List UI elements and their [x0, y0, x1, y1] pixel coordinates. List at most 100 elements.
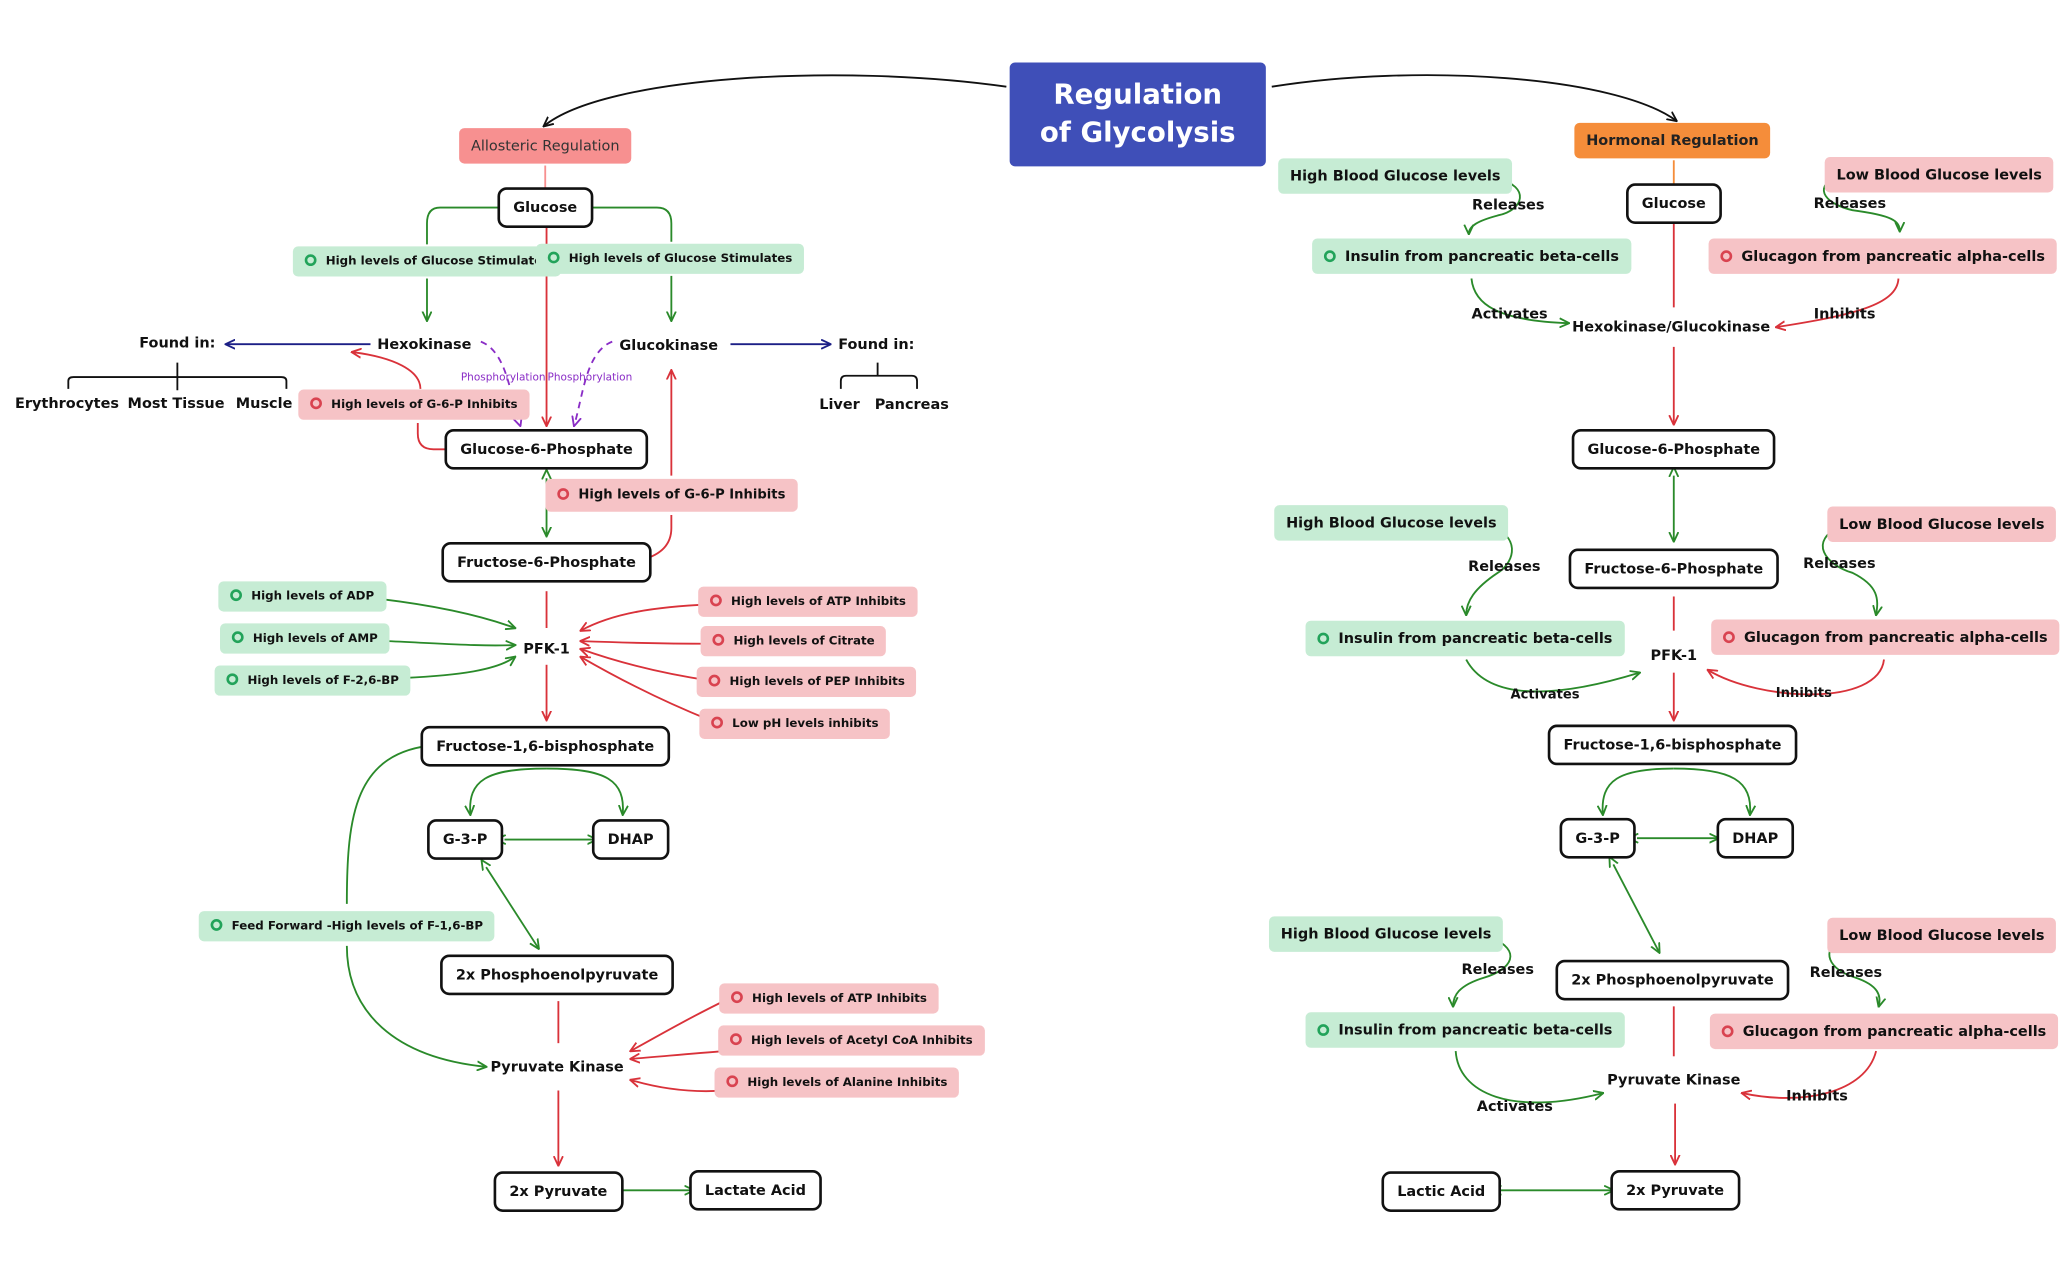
glucose-6-phosphate-node[interactable]: Glucose-6-Phosphate — [444, 428, 649, 470]
r2-low-blood-glucose-tag: Low Blood Glucose levels — [1827, 506, 2057, 542]
f16bp-split-right-arrow — [546, 767, 623, 815]
r3-low-blood-glucose-tag: Low Blood Glucose levels — [1827, 917, 2057, 954]
r3-glucagon-tag: Glucagon from pancreatic alpha-cells — [1709, 1013, 2059, 1050]
r-hexokinase-glucokinase-node[interactable]: Hexokinase/Glucokinase — [1572, 318, 1771, 336]
atp-inhibits-pfk1-tag: High levels of ATP Inhibits — [698, 586, 918, 617]
amp-to-pfk1-arrow — [387, 641, 515, 645]
r2-insulin-activates-arrow — [1465, 659, 1639, 693]
g6p-inhibits-glucokinase-tag: High levels of G-6-P Inhibits — [545, 478, 798, 512]
r1-releases-left-label: Releases — [1472, 196, 1545, 214]
phosphoenolpyruvate-node[interactable]: 2x Phosphoenolpyruvate — [440, 954, 675, 996]
pk-acetyl-coa-inhibits-tag: High levels of Acetyl CoA Inhibits — [718, 1025, 985, 1056]
fructose-6-phosphate-node[interactable]: Fructose-6-Phosphate — [441, 541, 652, 583]
allosteric-regulation-heading: Allosteric Regulation — [459, 128, 632, 164]
r1-high-blood-glucose-tag: High Blood Glucose levels — [1278, 158, 1513, 194]
inhibit-icon — [731, 991, 743, 1004]
r3-insulin-activates-arrow — [1454, 1050, 1603, 1104]
r3-glucagon-inhibits-arrow — [1742, 1050, 1877, 1098]
r2-activates-label: Activates — [1510, 687, 1580, 703]
found-in-left-bracket — [67, 362, 288, 391]
stimulate-icon — [231, 631, 244, 644]
r-g3p-node[interactable]: G-3-P — [1559, 817, 1636, 859]
citrate-inhibits-pfk1-arrow — [581, 641, 710, 644]
r1-low-blood-glucose-tag: Low Blood Glucose levels — [1824, 156, 2054, 193]
pyruvate-node[interactable]: 2x Pyruvate — [493, 1171, 624, 1212]
glucokinase-node[interactable]: Glucokinase — [619, 336, 719, 355]
r1-high-releases-arrow — [1469, 177, 1521, 234]
r-glucose-6-phosphate-node[interactable]: Glucose-6-Phosphate — [1571, 428, 1776, 470]
phosphorylation-label-right: Phosphorylation — [547, 371, 633, 383]
r-fructose-6-phosphate-node[interactable]: Fructose-6-Phosphate — [1568, 548, 1779, 590]
r1-insulin-activates-arrow — [1470, 278, 1568, 324]
muscle-label: Muscle — [235, 394, 293, 412]
adp-stimulates-tag: High levels of ADP — [218, 581, 387, 612]
hexokinase-node[interactable]: Hexokinase — [377, 335, 472, 353]
pk-alanine-inhibits-arrow — [631, 1080, 726, 1093]
r-f16bp-split-left-arrow — [1603, 767, 1674, 815]
r1-glucagon-tag: Glucagon from pancreatic alpha-cells — [1708, 238, 2057, 274]
title-to-allosteric-arrow — [544, 74, 1007, 126]
r3-high-releases-arrow — [1453, 935, 1512, 1007]
stimulate-icon — [1317, 632, 1330, 645]
pyruvate-kinase-node[interactable]: Pyruvate Kinase — [490, 1058, 624, 1076]
amp-stimulates-tag: High levels of AMP — [219, 623, 390, 654]
g6p-inhibits-hexokinase-tag: High levels of G-6-P Inhibits — [298, 389, 530, 420]
feed-forward-arrow — [345, 744, 486, 1067]
r-glucose-node[interactable]: Glucose — [1626, 183, 1722, 225]
adp-to-pfk1-arrow — [380, 598, 515, 628]
pk-atp-inhibits-tag: High levels of ATP Inhibits — [719, 983, 939, 1014]
r-dhap-node[interactable]: DHAP — [1716, 817, 1794, 859]
hexokinase-found-in-label: Found in: — [139, 334, 216, 352]
pk-atp-inhibits-arrow — [631, 997, 730, 1051]
low-ph-inhibits-pfk1-tag: Low pH levels inhibits — [699, 708, 891, 740]
lowph-inhibits-pfk1-arrow — [581, 657, 710, 721]
inhibit-icon — [730, 1033, 742, 1046]
inhibit-icon — [1721, 1025, 1734, 1038]
r-fructose-1-6-bisphosphate-node[interactable]: Fructose-1,6-bisphosphate — [1547, 724, 1798, 766]
r1-glucagon-inhibits-arrow — [1776, 278, 1900, 328]
r1-insulin-tag: Insulin from pancreatic beta-cells — [1312, 238, 1631, 274]
dhap-node[interactable]: DHAP — [591, 819, 670, 860]
inhibit-icon — [1723, 631, 1735, 644]
r-g3p-pep-reversible-arrow — [1613, 864, 1659, 952]
g3p-node[interactable]: G-3-P — [427, 819, 504, 860]
stimulate-icon — [1323, 250, 1336, 263]
r-pyruvate-node[interactable]: 2x Pyruvate — [1610, 1169, 1740, 1211]
lactate-acid-node[interactable]: Lactate Acid — [689, 1169, 822, 1211]
fructose-1-6-bisphosphate-node[interactable]: Fructose-1,6-bisphosphate — [420, 725, 670, 767]
glucokinase-phosphorylation-arrow — [574, 340, 613, 426]
pk-acetyl-inhibits-arrow — [631, 1050, 726, 1059]
feed-forward-tag: Feed Forward -High levels of F-1,6-BP — [198, 911, 495, 942]
glucose-stim-left-connector — [426, 206, 508, 245]
page-title: Regulation of Glycolysis — [1009, 62, 1266, 167]
f16bp-split-left-arrow — [470, 767, 547, 815]
r3-releases-left-label: Releases — [1461, 961, 1534, 979]
pep-inhibits-pfk1-tag: High levels of PEP Inhibits — [696, 666, 917, 697]
title-to-hormonal-arrow — [1271, 74, 1677, 121]
f26bp-to-pfk1-arrow — [404, 657, 515, 679]
r2-glucagon-tag: Glucagon from pancreatic alpha-cells — [1711, 619, 2060, 655]
r2-releases-left-label: Releases — [1468, 557, 1541, 575]
r2-low-releases-arrow — [1821, 524, 1877, 615]
r-pfk1-node[interactable]: PFK-1 — [1650, 647, 1698, 665]
r-lactic-acid-node[interactable]: Lactic Acid — [1381, 1171, 1502, 1212]
inhibit-icon — [708, 674, 721, 687]
r2-high-releases-arrow — [1466, 524, 1513, 615]
r-pyruvate-kinase-node[interactable]: Pyruvate Kinase — [1607, 1071, 1741, 1089]
pk-alanine-inhibits-tag: High levels of Alanine Inhibits — [714, 1067, 960, 1098]
pfk1-node[interactable]: PFK-1 — [523, 640, 570, 658]
inhibit-icon — [557, 488, 570, 500]
stimulate-icon — [547, 251, 560, 264]
hormonal-regulation-heading: Hormonal Regulation — [1574, 122, 1771, 159]
r1-low-releases-arrow — [1822, 175, 1900, 231]
atp-inhibits-pfk1-arrow — [581, 603, 710, 630]
erythrocytes-label: Erythrocytes — [15, 394, 119, 412]
r3-releases-right-label: Releases — [1809, 963, 1883, 981]
found-in-right-bracket — [839, 362, 918, 389]
r1-activates-label: Activates — [1471, 305, 1548, 323]
glucose-node[interactable]: Glucose — [497, 187, 593, 228]
glucose-stimulates-glucokinase-tag: High levels of Glucose Stimulates — [535, 243, 805, 274]
r-phosphoenolpyruvate-node[interactable]: 2x Phosphoenolpyruvate — [1555, 959, 1790, 1001]
pancreas-label: Pancreas — [874, 396, 949, 414]
